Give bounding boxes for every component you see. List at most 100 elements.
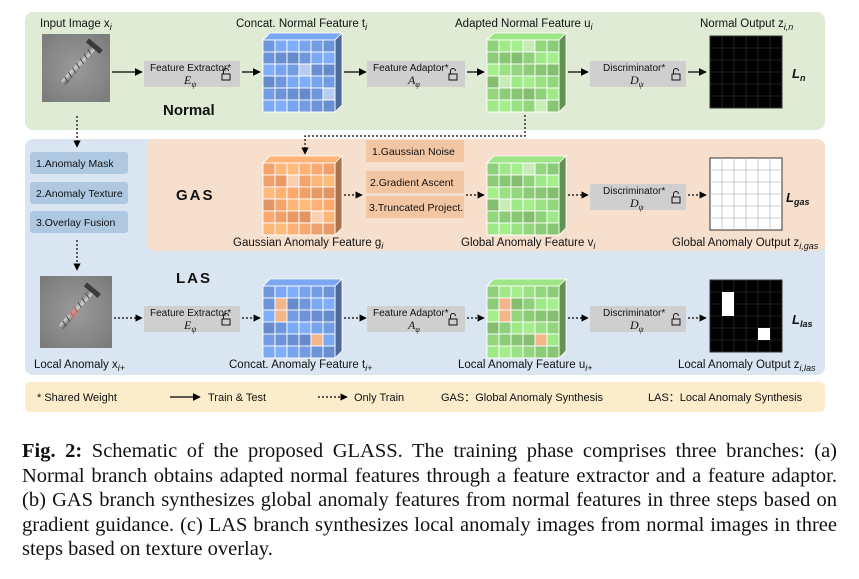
svg-text:Eψ: Eψ bbox=[183, 318, 197, 334]
svg-text:Dψ: Dψ bbox=[629, 318, 645, 334]
gas-step-1: 1.Gaussian Noise bbox=[372, 146, 455, 158]
cube-cell bbox=[510, 186, 524, 200]
cube-cell bbox=[262, 162, 276, 176]
cube-cell bbox=[522, 222, 536, 236]
cube-cell bbox=[262, 321, 276, 335]
cube-cell bbox=[486, 309, 500, 323]
cube-cell bbox=[510, 309, 524, 323]
lock-icon bbox=[671, 68, 681, 81]
cube-cell bbox=[510, 198, 524, 212]
local-anomaly-feature-cube bbox=[486, 278, 567, 359]
cube-top-face bbox=[486, 155, 567, 164]
cube-cell bbox=[510, 75, 524, 89]
cube-cell bbox=[498, 39, 512, 53]
lock-icon bbox=[221, 68, 231, 81]
local-anomaly-input-label: Local Anomaly xi+ bbox=[34, 359, 125, 373]
cube-cell bbox=[322, 198, 336, 212]
cube-cell bbox=[510, 174, 524, 188]
las-steps: 1.Anomaly Mask 2.Anomaly Texture 3.Overl… bbox=[30, 152, 128, 233]
feature-extractor-module: Feature Extractor* Eψ bbox=[144, 61, 240, 89]
discriminator-module-las: Discriminator* Dψ bbox=[590, 306, 686, 334]
cube-cell bbox=[262, 75, 276, 89]
cube-cell bbox=[522, 99, 536, 113]
cube-cell bbox=[498, 285, 512, 299]
cube-cell bbox=[534, 186, 548, 200]
cube-cell bbox=[498, 174, 512, 188]
cube-cell bbox=[498, 99, 512, 113]
cube-cell bbox=[298, 186, 312, 200]
cube-cell bbox=[546, 75, 560, 89]
legend-train-test: Train & Test bbox=[208, 392, 266, 404]
legend-shared-weight: * Shared Weight bbox=[37, 392, 117, 404]
cube-side-face bbox=[334, 278, 343, 359]
loss-gas: Lgas bbox=[786, 190, 809, 207]
cube-cell bbox=[546, 333, 560, 347]
cube-cell bbox=[510, 162, 524, 176]
cube-cell bbox=[274, 174, 288, 188]
cube-cell bbox=[274, 87, 288, 101]
normal-output-map bbox=[709, 35, 783, 109]
cube-cell bbox=[522, 297, 536, 311]
cube-top-face bbox=[486, 32, 567, 41]
cube-cell bbox=[262, 63, 276, 77]
cube-cell bbox=[274, 39, 288, 53]
cube-cell bbox=[534, 39, 548, 53]
cube-cell bbox=[322, 333, 336, 347]
cube-cell bbox=[534, 309, 548, 323]
legend-gas: GAS：Global Anomaly Synthesis bbox=[441, 392, 604, 404]
cube-cell bbox=[534, 285, 548, 299]
cube-cell bbox=[522, 39, 536, 53]
cube-cell bbox=[546, 39, 560, 53]
cube-cell bbox=[534, 174, 548, 188]
loss-las: Llas bbox=[792, 312, 812, 329]
cube-side-face bbox=[334, 155, 343, 236]
cube-cell bbox=[310, 285, 324, 299]
cube-cell bbox=[274, 162, 288, 176]
cube-cell bbox=[546, 222, 560, 236]
cube-cell bbox=[298, 87, 312, 101]
cube-cell bbox=[310, 39, 324, 53]
cube-cell bbox=[262, 345, 276, 359]
las-step-3: 3.Overlay Fusion bbox=[36, 217, 116, 229]
cube-cell bbox=[522, 321, 536, 335]
cube-cell bbox=[486, 297, 500, 311]
cube-cell bbox=[498, 309, 512, 323]
cube-side-face bbox=[558, 32, 567, 113]
cube-cell bbox=[322, 51, 336, 65]
cube-cell bbox=[286, 99, 300, 113]
cube-cell bbox=[322, 99, 336, 113]
cube-cell bbox=[510, 39, 524, 53]
cube-cell bbox=[322, 222, 336, 236]
lock-icon bbox=[448, 68, 458, 81]
cube-cell bbox=[486, 285, 500, 299]
cube-cell bbox=[274, 321, 288, 335]
global-output-label: Global Anomaly Output zi,gas bbox=[672, 237, 819, 251]
cube-cell bbox=[274, 198, 288, 212]
cube-cell bbox=[322, 63, 336, 77]
cube-cell bbox=[274, 333, 288, 347]
svg-text:Discriminator*: Discriminator* bbox=[603, 308, 665, 319]
cube-cell bbox=[498, 75, 512, 89]
svg-text:Dψ: Dψ bbox=[629, 196, 645, 212]
cube-cell bbox=[522, 87, 536, 101]
cube-cell bbox=[522, 51, 536, 65]
cube-cell bbox=[262, 87, 276, 101]
cube-cell bbox=[546, 297, 560, 311]
concat-anomaly-feature-cube bbox=[262, 278, 343, 359]
concat-anomaly-label: Concat. Anomaly Feature ti+ bbox=[229, 359, 372, 373]
discriminator-module-normal: Discriminator* Dψ bbox=[590, 61, 686, 89]
cube-side-face bbox=[558, 278, 567, 359]
cube-cell bbox=[486, 333, 500, 347]
cube-cell bbox=[486, 198, 500, 212]
cube-cell bbox=[322, 309, 336, 323]
cube-cell bbox=[262, 222, 276, 236]
cube-cell bbox=[274, 297, 288, 311]
svg-text:Discriminator*: Discriminator* bbox=[603, 63, 665, 74]
cube-cell bbox=[486, 51, 500, 65]
cube-cell bbox=[286, 309, 300, 323]
cube-cell bbox=[286, 333, 300, 347]
adapted-normal-label: Adapted Normal Feature ui bbox=[455, 18, 594, 32]
cube-cell bbox=[322, 210, 336, 224]
local-output-label: Local Anomaly Output zi,las bbox=[678, 359, 816, 373]
lock-icon bbox=[221, 313, 231, 326]
